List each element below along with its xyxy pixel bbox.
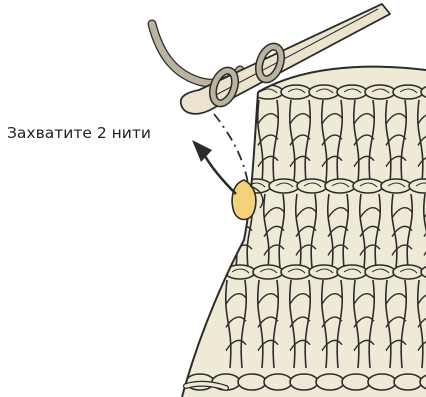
- foundation-chain: [342, 374, 370, 390]
- chain-loop: [309, 265, 339, 279]
- chain-loop: [365, 265, 395, 279]
- chain-loop: [393, 265, 423, 279]
- chain-loop: [309, 85, 339, 99]
- chain-loop: [253, 265, 283, 279]
- direction-arrow-icon: [192, 140, 236, 194]
- foundation-chain: [316, 374, 344, 390]
- foundation-chain: [394, 374, 422, 390]
- hook-path-dashed: [214, 114, 248, 184]
- chain-loop: [393, 85, 423, 99]
- stitch-post: [226, 100, 231, 182]
- stitch-post: [241, 100, 246, 182]
- chain-loop: [281, 265, 311, 279]
- instruction-label: Захватите 2 нити: [7, 124, 151, 142]
- stitch-wrap: [226, 114, 246, 124]
- chain-loop: [337, 85, 367, 99]
- foundation-chain: [368, 374, 396, 390]
- chain-loop: [325, 179, 355, 193]
- chain-loop: [281, 85, 311, 99]
- chain-loop: [337, 265, 367, 279]
- chain-loop: [381, 179, 411, 193]
- foundation-chain: [238, 374, 266, 390]
- chain-loop: [353, 179, 383, 193]
- foundation-chain: [264, 374, 292, 390]
- chain-loop: [297, 179, 327, 193]
- chain-loop: [365, 85, 395, 99]
- chain-loop: [269, 179, 299, 193]
- foundation-chain: [290, 374, 318, 390]
